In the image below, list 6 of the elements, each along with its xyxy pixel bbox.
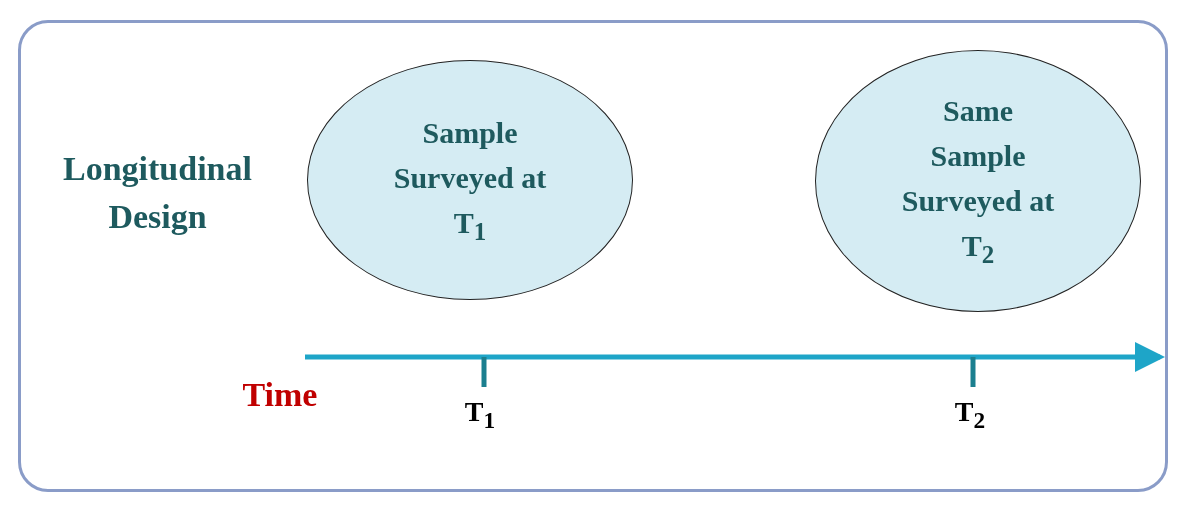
tick-label: T$_{2}$ (953, 395, 987, 435)
axis-label: Time (241, 375, 319, 415)
tick-label: T$_{1}$ (463, 395, 497, 435)
node-text: Same Sample Surveyed at T$_{2}$ (900, 93, 1056, 271)
node-text: Sample Surveyed at T$_{1}$ (392, 114, 548, 247)
heading-label: Longitudinal Design (62, 149, 253, 237)
